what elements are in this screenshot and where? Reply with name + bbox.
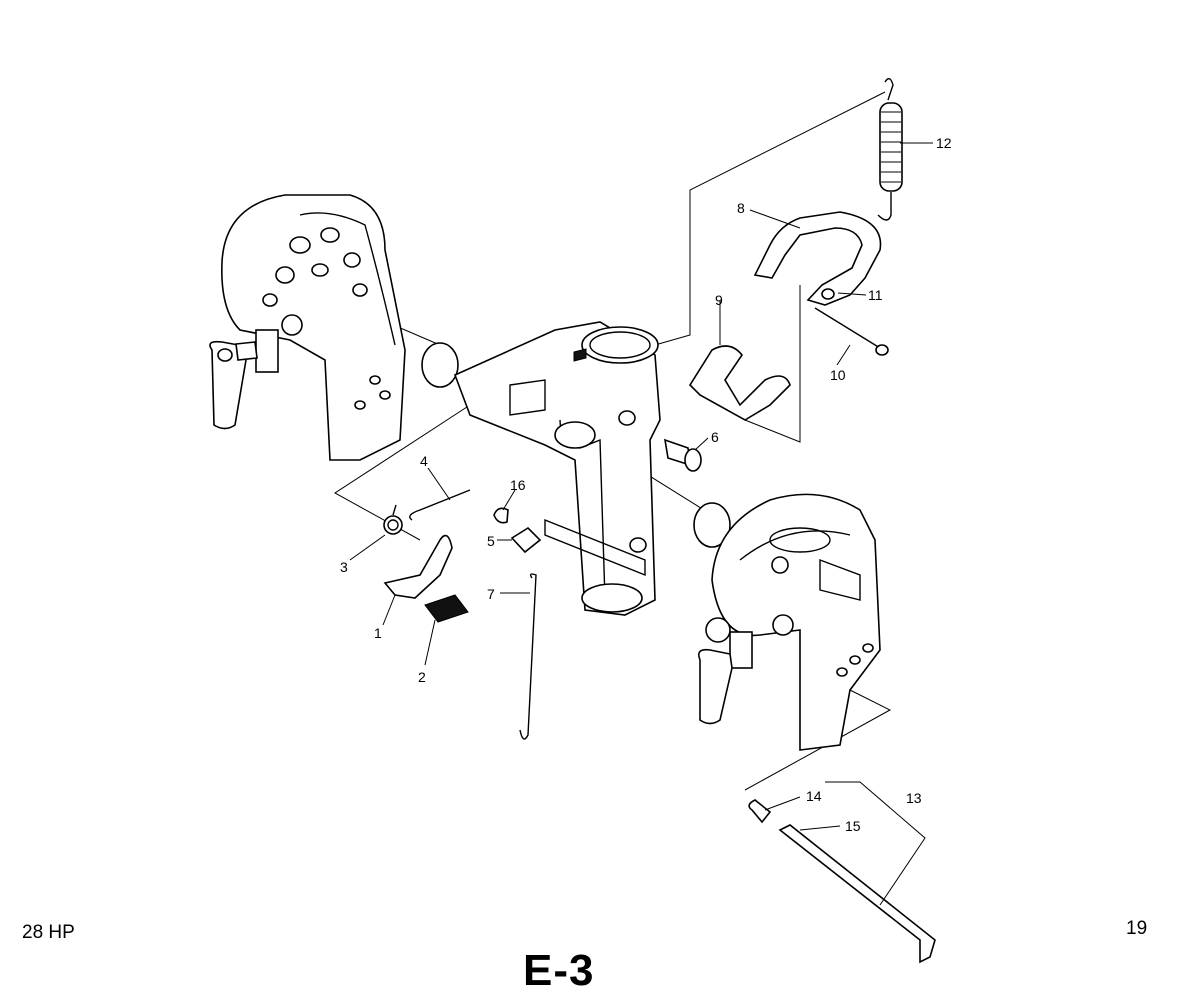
part-2-pad	[424, 594, 469, 623]
callout-4: 4	[420, 453, 428, 469]
callout-2: 2	[418, 669, 426, 685]
part-4-rod	[409, 489, 471, 521]
part-3-spring	[383, 504, 403, 535]
part-7-rod	[519, 573, 537, 740]
page-number: 19	[1126, 918, 1148, 939]
callout-10: 10	[830, 367, 846, 383]
section-title: E-3	[523, 946, 595, 995]
part-10-pin	[814, 307, 889, 356]
callout-labels: 1 2 3 4 5 6 7 8 9 10 11 12 13 14 15 16	[340, 135, 952, 834]
callout-13: 13	[906, 790, 922, 806]
part-5-plate	[510, 526, 542, 554]
callout-16: 16	[510, 477, 526, 493]
callout-6: 6	[711, 429, 719, 445]
callout-8: 8	[737, 200, 745, 216]
callout-14: 14	[806, 788, 822, 804]
part-13-tilt-pin	[748, 799, 936, 964]
part-11-hole	[821, 288, 835, 300]
right-clamp-bracket	[697, 493, 881, 751]
left-bushing	[421, 342, 459, 388]
swivel-bracket	[453, 321, 661, 616]
left-clamp-bracket	[209, 194, 406, 461]
part-8-bracket	[753, 211, 882, 306]
callout-5: 5	[487, 533, 495, 549]
callout-12: 12	[936, 135, 952, 151]
callout-1: 1	[374, 625, 382, 641]
callout-7: 7	[487, 586, 495, 602]
leader-lines	[349, 142, 933, 906]
part-6-pin	[663, 438, 702, 472]
part-1-lever	[383, 534, 453, 599]
part-9-link	[688, 345, 791, 421]
part-16-clip	[493, 507, 509, 524]
callout-9: 9	[715, 292, 723, 308]
right-bushing	[693, 502, 731, 548]
callout-15: 15	[845, 818, 861, 834]
callout-11: 11	[868, 287, 883, 303]
part-12-spring	[877, 77, 903, 221]
model-label: 28 HP	[22, 922, 75, 943]
callout-3: 3	[340, 559, 348, 575]
